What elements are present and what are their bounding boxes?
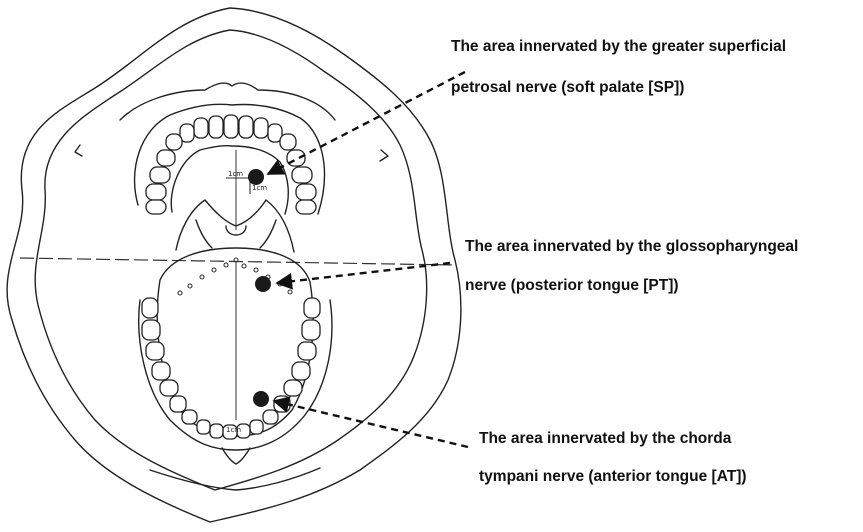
scale-label-tongue: 1cm: [226, 426, 241, 434]
uvula-region: [176, 200, 294, 252]
tongue-papillae: [178, 258, 292, 295]
marker-posterior-tongue: [255, 276, 271, 292]
scale-label-palate-b: 1cm: [252, 184, 267, 192]
face-outline-inner: [35, 30, 427, 490]
label-soft-palate-line1: The area innervated by the greater super…: [451, 38, 786, 56]
label-anterior-tongue-line1: The area innervated by the chorda: [479, 430, 731, 448]
leader-line-anterior-tongue: [274, 401, 468, 447]
upper-lip: [120, 83, 335, 120]
label-soft-palate-line2: petrosal nerve (soft palate [SP]): [451, 79, 684, 97]
label-posterior-tongue-line2: nerve (posterior tongue [PT]): [465, 277, 679, 295]
label-anterior-tongue-line2: tympani nerve (anterior tongue [AT]): [479, 468, 747, 486]
scale-label-palate-a: 1cm: [228, 170, 243, 178]
leader-line-posterior-tongue: [277, 263, 450, 283]
right-cheek-mark: [380, 150, 388, 161]
left-cheek-mark: [75, 145, 82, 156]
marker-anterior-tongue: [253, 391, 269, 407]
label-posterior-tongue-line1: The area innervated by the glossopharyng…: [465, 238, 798, 256]
marker-soft-palate: [248, 169, 264, 185]
